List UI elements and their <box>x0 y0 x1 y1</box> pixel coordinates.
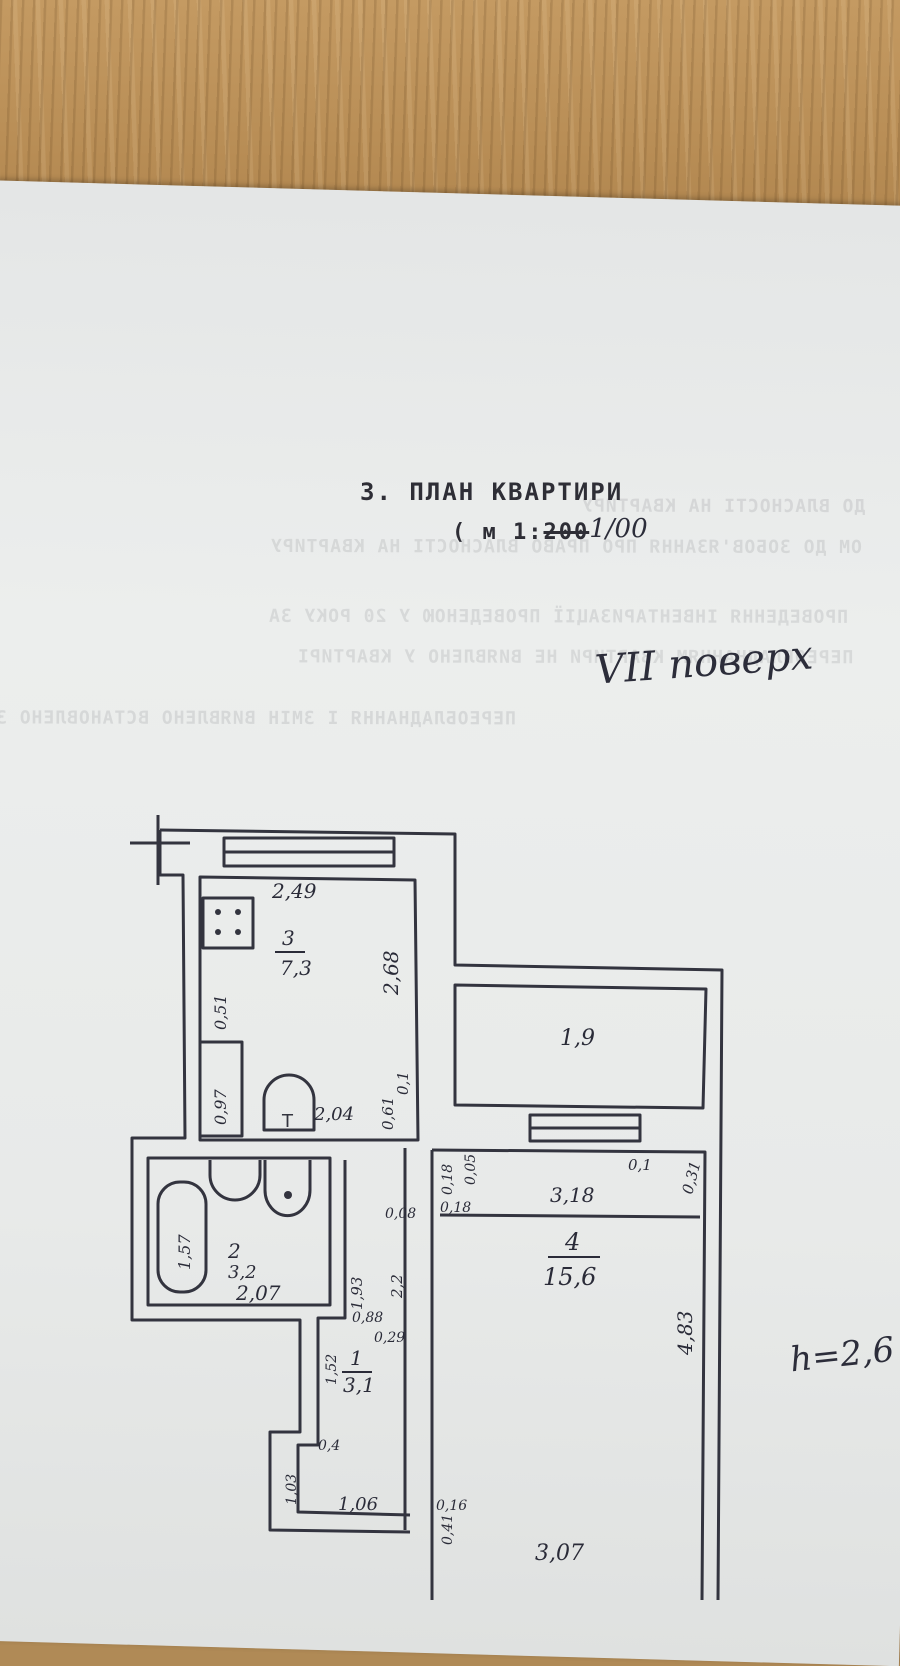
corridor-walls <box>296 1160 411 1517</box>
kitchen-dim-c: 2,04 <box>313 1104 354 1125</box>
stove-burner <box>235 909 241 915</box>
corridor-dim-e: 0,08 <box>385 1206 416 1222</box>
room-dim-d: 0,31 <box>678 1159 704 1196</box>
room-width-dim: 3,18 <box>550 1183 595 1207</box>
room-bottom-dim: 3,07 <box>535 1541 584 1566</box>
kitchen-dim-e: 0,61 <box>379 1097 397 1130</box>
outer-wall-top-right <box>159 828 724 1600</box>
corridor-dim-b: 0,88 <box>352 1310 383 1326</box>
outer-wall-left <box>130 830 411 1534</box>
hall-dim-a: 1,03 <box>284 1474 300 1505</box>
room-3-number: 3 <box>282 926 295 950</box>
bathtub-fixture <box>156 1180 208 1294</box>
toilet-drain <box>284 1191 292 1199</box>
stove-burner <box>215 929 221 935</box>
room-4-area: 15,6 <box>543 1263 596 1291</box>
washbasin-fixture <box>208 1160 262 1202</box>
balcony-dim-a: 0,05 <box>463 1154 479 1185</box>
room-dimension-line <box>439 1213 701 1219</box>
room-dim-e: 0,16 <box>436 1498 467 1514</box>
corridor-dim-c: 2,2 <box>388 1274 406 1299</box>
sink-counter <box>198 1040 244 1138</box>
stove-burner <box>235 929 241 935</box>
kitchen-sink-fixture <box>262 1073 316 1132</box>
corridor-dim-d: 0,29 <box>374 1330 405 1346</box>
corridor-dim-g: 0,4 <box>318 1438 340 1454</box>
floor-plan-drawing: T 3 7,3 2,49 2,68 0,51 0,97 2,04 0,1 0,6… <box>130 815 724 1600</box>
kitchen-dim-d: 0,1 <box>394 1071 412 1095</box>
kitchen-width-dim: 2,49 <box>271 879 317 903</box>
plan-title: 3. ПЛАН КВАРТИРИ <box>360 478 624 506</box>
room-dim-f: 0,41 <box>440 1514 456 1545</box>
room-dim-c: 0,1 <box>628 1156 652 1174</box>
kitchen-length-dim: 2,68 <box>379 950 403 996</box>
hall-dim-b: 1,06 <box>338 1494 378 1515</box>
stove-burner <box>215 909 221 915</box>
room-length-dim: 4,83 <box>673 1310 697 1356</box>
scale-crossed-value: 200 <box>543 520 590 545</box>
bath-width-dim: 2,07 <box>235 1281 281 1305</box>
room-walls <box>431 1148 707 1600</box>
toilet-fixture <box>263 1160 312 1218</box>
corridor-dim-a: 1,93 <box>348 1277 366 1310</box>
room-2-area: 3,2 <box>228 1262 257 1283</box>
balcony-area: 1,9 <box>560 1026 595 1051</box>
scale-line: ( м 1:2001/00 <box>452 514 648 546</box>
scale-handwritten-value: 1/00 <box>589 514 648 544</box>
room-1-number: 1 <box>350 1346 363 1370</box>
stove-fixture <box>201 896 255 950</box>
room-dim-a: 0,18 <box>440 1200 471 1216</box>
room-2-number: 2 <box>227 1239 241 1263</box>
corridor-dim-f: 1,52 <box>324 1354 340 1385</box>
balcony-walls <box>453 983 708 1110</box>
room-1-area: 3,1 <box>343 1373 375 1397</box>
scale-prefix: ( м 1: <box>452 520 544 545</box>
kitchen-dim-b: 0,97 <box>211 1089 230 1125</box>
kitchen-dim-a: 0,51 <box>211 994 230 1030</box>
bath-length-dim: 1,57 <box>175 1234 194 1270</box>
room-3-area: 7,3 <box>280 956 312 980</box>
bathroom-walls <box>146 1156 332 1307</box>
sink-label: T <box>281 1111 294 1132</box>
room-dim-b: 0,18 <box>440 1164 456 1195</box>
room-4-number: 4 <box>564 1228 580 1256</box>
